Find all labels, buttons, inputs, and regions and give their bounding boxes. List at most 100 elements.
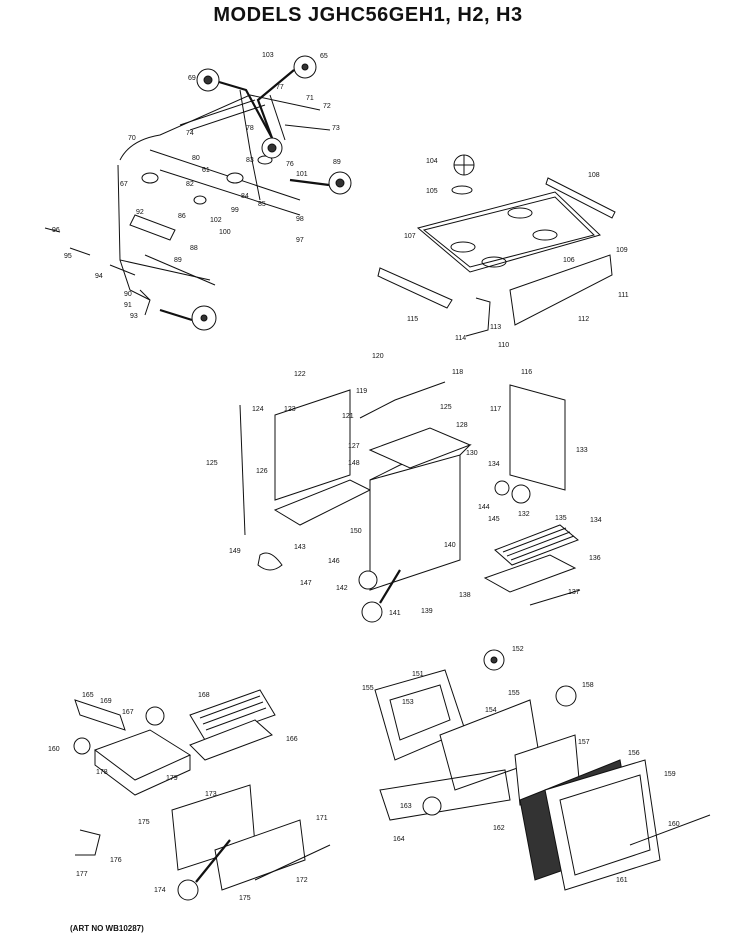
- callout-145: 145: [488, 516, 500, 523]
- callout-158: 158: [582, 682, 594, 689]
- callout-166: 166: [286, 736, 298, 743]
- callout-114: 114: [455, 335, 466, 342]
- callout-160: 160: [48, 746, 60, 753]
- burner-valve-assembly: 96 95 94 90 91 93 70 69 103 65 77 71 72 …: [44, 52, 352, 331]
- callout-101: 101: [296, 171, 308, 178]
- callout-169: 169: [100, 698, 112, 705]
- callout-141: 141: [389, 610, 401, 617]
- callout-146: 146: [328, 558, 340, 565]
- callout-124: 124: [252, 406, 264, 413]
- callout-125: 125: [440, 404, 452, 411]
- callout-94: 94: [95, 273, 103, 280]
- callout-123: 123: [284, 406, 296, 413]
- callout-137: 137: [568, 589, 580, 596]
- callout-140: 140: [444, 542, 456, 549]
- callout-119: 119: [356, 388, 367, 395]
- callout-121: 121: [342, 413, 354, 420]
- callout-125: 125: [206, 460, 218, 467]
- callout-98: 98: [296, 216, 304, 223]
- callout-107: 107: [404, 233, 416, 240]
- callout-89: 89: [333, 159, 341, 166]
- callout-127: 127: [348, 443, 360, 450]
- callout-97: 97: [296, 237, 304, 244]
- drawer-broiler-assembly: 165 169 167 168 166 160 178 179 173 171 …: [48, 689, 331, 902]
- callout-117: 117: [490, 406, 501, 413]
- page-title: MODELS JGHC56GEH1, H2, H3: [213, 4, 523, 26]
- callout-61: 61: [202, 167, 210, 174]
- callout-144: 144: [478, 504, 490, 511]
- callout-72: 72: [323, 103, 331, 110]
- callout-112: 112: [578, 316, 589, 323]
- callout-76: 76: [286, 161, 294, 168]
- callout-104: 104: [426, 158, 438, 165]
- callout-84: 84: [241, 193, 249, 200]
- callout-128: 128: [456, 422, 468, 429]
- callout-154: 154: [485, 707, 497, 714]
- callout-120: 120: [372, 353, 384, 360]
- callout-82: 82: [186, 181, 194, 188]
- callout-164: 164: [393, 836, 405, 843]
- callout-149: 149: [229, 548, 241, 555]
- callout-89: 89: [174, 257, 182, 264]
- callout-77: 77: [276, 84, 284, 91]
- callout-147: 147: [300, 580, 312, 587]
- callout-115: 115: [407, 316, 418, 323]
- callout-116: 116: [521, 369, 532, 376]
- callout-133: 133: [576, 447, 588, 454]
- art-number: (ART NO WB10287): [70, 924, 144, 933]
- callout-160: 160: [668, 821, 680, 828]
- callout-152: 152: [512, 646, 524, 653]
- callout-80: 80: [192, 155, 200, 162]
- callout-105: 105: [426, 188, 438, 195]
- callout-157: 157: [578, 739, 590, 746]
- callout-176: 176: [110, 857, 122, 864]
- oven-body-assembly: 122 120 119 118 116 124 123 121 117 125 …: [206, 353, 602, 623]
- callout-163: 163: [400, 803, 412, 810]
- callout-122: 122: [294, 371, 306, 378]
- callout-65: 65: [320, 53, 328, 60]
- cooktop-assembly: 104 105 108 107 109 106 111 113 115 114 …: [377, 154, 629, 349]
- callout-168: 168: [198, 692, 210, 699]
- callout-85: 85: [258, 201, 266, 208]
- callout-78: 78: [246, 125, 254, 132]
- callout-126: 126: [256, 468, 268, 475]
- callout-174: 174: [154, 887, 166, 894]
- callout-106: 106: [563, 257, 575, 264]
- callout-167: 167: [122, 709, 134, 716]
- callout-138: 138: [459, 592, 471, 599]
- callout-161: 161: [616, 877, 628, 884]
- callout-177: 177: [76, 871, 88, 878]
- callout-143: 143: [294, 544, 306, 551]
- callout-67: 67: [120, 181, 128, 188]
- callout-73: 73: [332, 125, 340, 132]
- callout-118: 118: [452, 369, 463, 376]
- callout-108: 108: [588, 172, 600, 179]
- callout-139: 139: [421, 608, 433, 615]
- callout-171: 171: [316, 815, 328, 822]
- oven-door-assembly: 155 151 152 153 158 154 155 157 156 159 …: [362, 646, 711, 891]
- callout-175: 175: [239, 895, 251, 902]
- callout-111: 111: [618, 292, 629, 299]
- callout-136: 136: [589, 555, 601, 562]
- callout-155: 155: [362, 685, 374, 692]
- callout-99: 99: [231, 207, 239, 214]
- callout-175: 175: [138, 819, 150, 826]
- callout-74: 74: [186, 130, 194, 137]
- callout-110: 110: [498, 342, 509, 349]
- callout-90: 90: [124, 291, 132, 298]
- callout-156: 156: [628, 750, 640, 757]
- callout-135: 135: [555, 515, 567, 522]
- callout-148: 148: [348, 460, 360, 467]
- callout-95: 95: [64, 253, 72, 260]
- callout-109: 109: [616, 247, 628, 254]
- callout-70: 70: [128, 135, 136, 142]
- callout-100: 100: [219, 229, 231, 236]
- callout-150: 150: [350, 528, 362, 535]
- callout-92: 92: [136, 209, 144, 216]
- callout-83: 83: [246, 157, 254, 164]
- callout-179: 179: [166, 775, 178, 782]
- callout-162: 162: [493, 825, 505, 832]
- callout-165: 165: [82, 692, 94, 699]
